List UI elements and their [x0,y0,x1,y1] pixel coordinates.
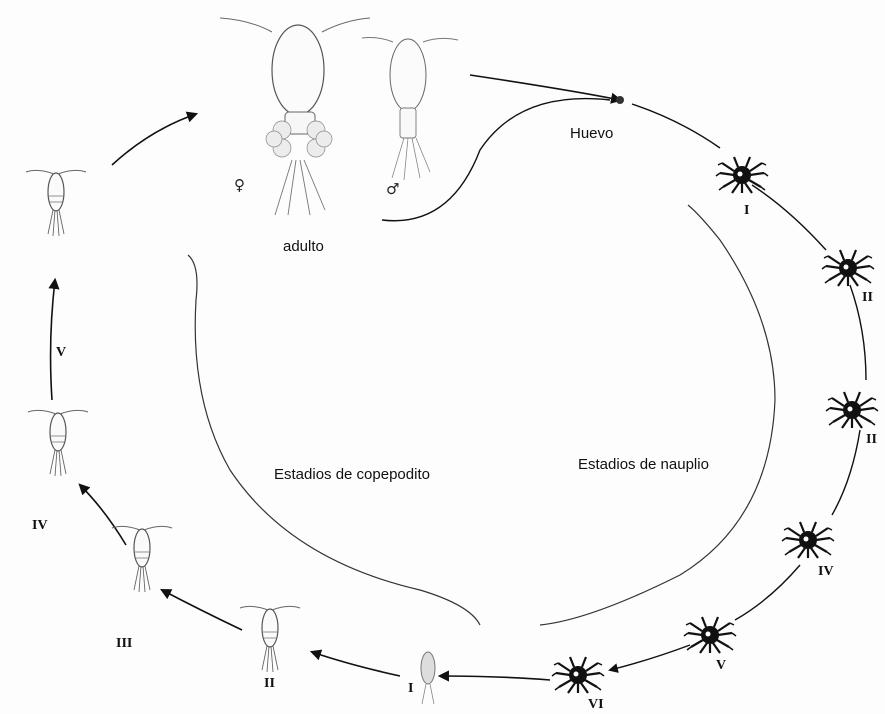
copepodite-stage-1-drawing [421,652,435,704]
nauplius-stage-6-drawing [552,657,604,693]
copepodite-stage-label: II [264,676,275,692]
adult-male-drawing [362,38,458,181]
nauplius-stage-label: II [866,432,877,448]
nauplius-bracket [540,205,775,625]
egg-icon [616,96,624,104]
nauplius-arc-path [610,104,866,670]
nauplius-stage-label: VI [588,697,604,713]
nauplius-stage-4-drawing [782,522,834,558]
nauplius-stage-label: V [716,658,726,674]
nauplius-stage-label: II [862,290,873,306]
female-symbol: ♀ [234,176,245,194]
nauplius-stage-1-drawing [716,157,768,193]
nauplius-stage-5-drawing [684,617,736,653]
copepodite-stage-label: V [56,345,66,361]
nauplius-group-label: Estadios de nauplio [578,456,709,473]
copepodite-stage-2-drawing [240,606,300,672]
nauplius-stage-label: I [744,203,749,219]
copepodite-bracket [188,255,480,625]
nauplius-stage-2-drawing [822,250,874,286]
copepodite-stage-label: I [408,681,413,697]
egg-to-nauplius-arrow [470,75,620,100]
copepodite-stage-label: III [116,636,132,652]
adult-label: adulto [283,238,324,255]
egg-label: Huevo [570,125,613,142]
nauplius-stage-3-drawing [826,392,878,428]
copepodite-stage-4-drawing [28,410,88,476]
copepodite-stage-5-drawing [26,170,86,236]
copepodite-group-label: Estadios de copepodito [274,466,430,483]
male-symbol: ♂ [386,180,399,198]
nauplius-stage-label: IV [818,564,834,580]
copepodite-stage-label: IV [32,518,48,534]
copepodite-arc-path [440,676,550,680]
